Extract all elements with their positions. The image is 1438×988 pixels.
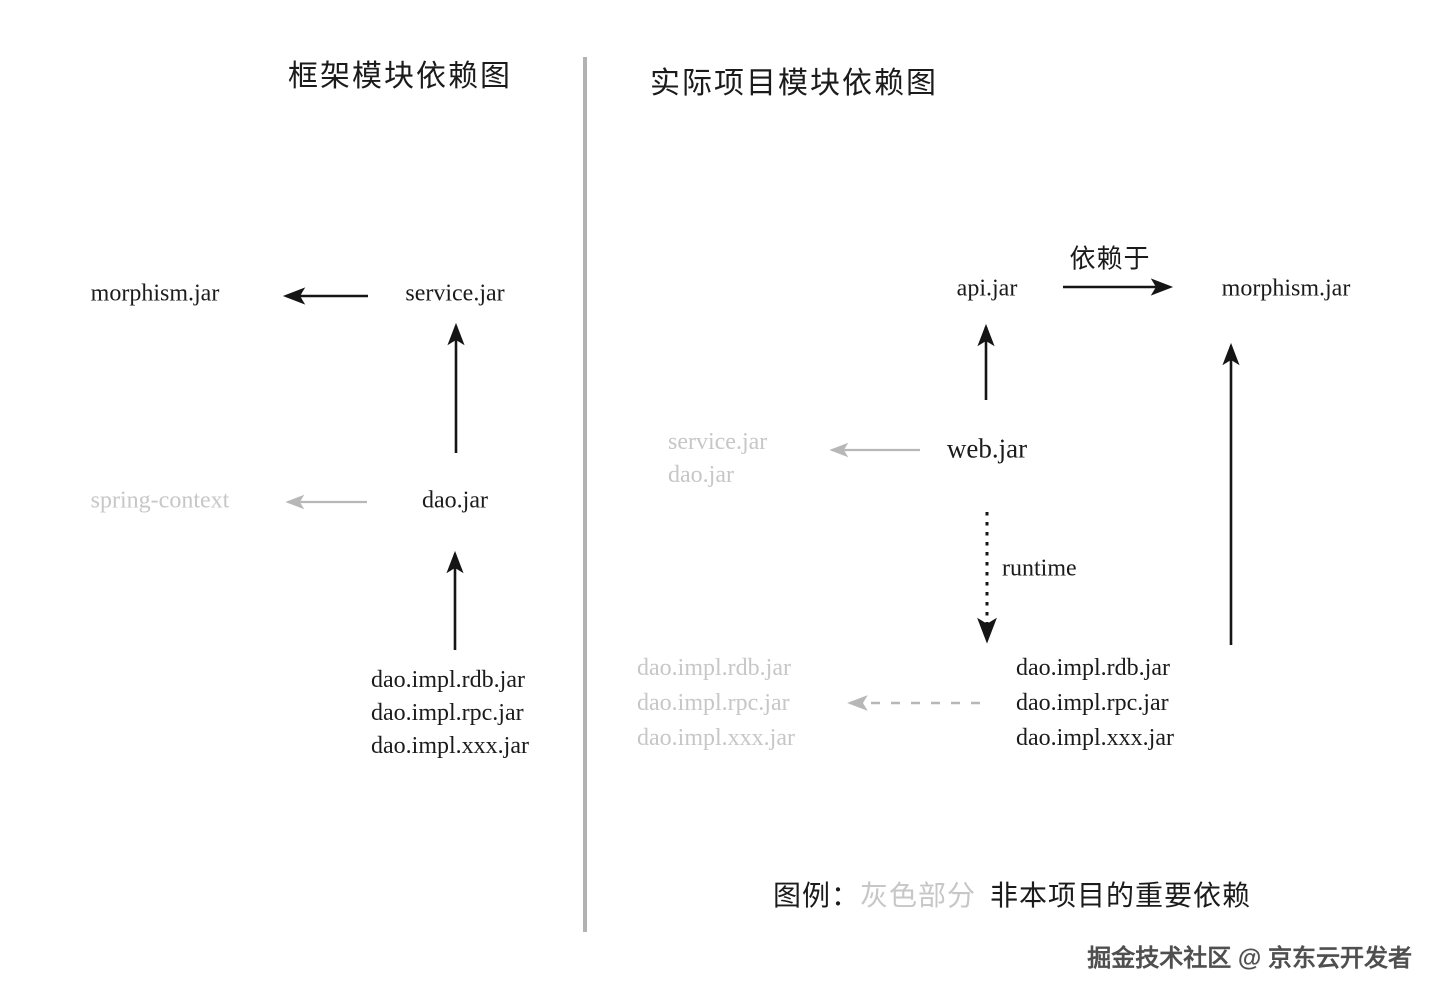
left-node-service-jar: service.jar (405, 280, 505, 307)
left-impl-rdb: dao.impl.rdb.jar (371, 667, 525, 693)
right-panel-title: 实际项目模块依赖图 (650, 67, 938, 100)
left-impl-xxx: dao.impl.xxx.jar (371, 733, 529, 759)
right-node-service-dao-gray: service.jar dao.jar (668, 426, 767, 492)
right-node-api-jar: api.jar (956, 275, 1018, 302)
watermark: 掘金技术社区 @ 京东云开发者 (1087, 945, 1412, 972)
left-panel-title: 框架模块依赖图 (288, 60, 512, 93)
legend: 图例： 灰色部分 非本项目的重要依赖 (773, 874, 1251, 914)
right-node-dao-jar-gray: dao.jar (668, 462, 734, 488)
right-node-dao-impl-list-gray: dao.impl.rdb.jar dao.impl.rpc.jar dao.im… (637, 651, 795, 756)
right-impl-rdb: dao.impl.rdb.jar (1016, 655, 1170, 681)
left-node-dao-jar: dao.jar (422, 487, 488, 514)
legend-label: 图例： (773, 881, 861, 912)
right-node-dao-impl-list: dao.impl.rdb.jar dao.impl.rpc.jar dao.im… (1016, 651, 1174, 756)
right-node-morphism-jar: morphism.jar (1221, 275, 1351, 302)
legend-gray-part: 灰色部分 (860, 881, 977, 912)
right-impl-rdb-gray: dao.impl.rdb.jar (637, 655, 791, 681)
right-node-service-jar-gray: service.jar (668, 429, 768, 455)
left-node-spring-context: spring-context (90, 487, 230, 514)
right-impl-rpc: dao.impl.rpc.jar (1016, 690, 1169, 716)
left-node-dao-impl-list: dao.impl.rdb.jar dao.impl.rpc.jar dao.im… (371, 664, 529, 763)
legend-description: 非本项目的重要依赖 (990, 881, 1252, 912)
runtime-edge-label: runtime (1002, 555, 1077, 582)
depends-on-edge-label: 依赖于 (1069, 244, 1151, 274)
left-impl-rpc: dao.impl.rpc.jar (371, 700, 524, 726)
right-impl-xxx: dao.impl.xxx.jar (1016, 725, 1174, 751)
left-node-morphism-jar: morphism.jar (90, 280, 220, 307)
right-node-web-jar: web.jar (946, 433, 1028, 464)
right-impl-xxx-gray: dao.impl.xxx.jar (637, 725, 795, 751)
panel-divider-line (583, 57, 587, 932)
right-impl-rpc-gray: dao.impl.rpc.jar (637, 690, 790, 716)
